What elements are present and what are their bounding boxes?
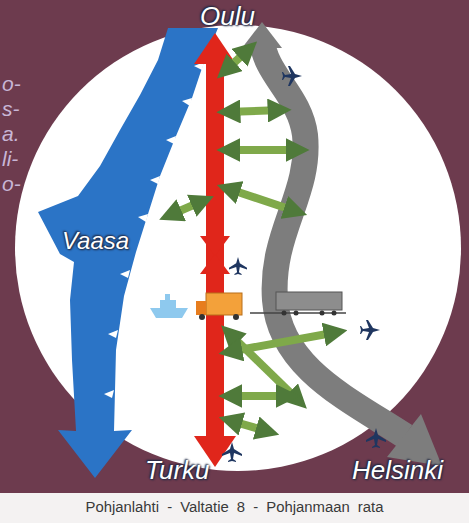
text-fragment: o-: [2, 172, 21, 195]
text-fragment: o-: [2, 72, 21, 95]
caption: Pohjanlahti - Valtatie 8 - Pohjanmaan ra…: [0, 499, 469, 515]
highway-head: [200, 236, 230, 256]
text-fragment: a.: [2, 122, 20, 145]
highway-head: [194, 33, 236, 64]
city-name: Oulu: [200, 2, 255, 31]
highway-head: [200, 254, 230, 274]
caption-strip: [0, 493, 469, 523]
truck-icon: [196, 293, 242, 320]
ship-icon: [150, 294, 188, 318]
city-name: Vaasa: [62, 228, 129, 254]
train-icon: [250, 292, 346, 316]
transverse-links: [168, 48, 338, 432]
railway-arrow: [262, 40, 405, 436]
city-name: Helsinki: [352, 456, 443, 485]
airport-icons: [222, 66, 386, 462]
text-fragment: s-: [2, 97, 20, 120]
city-name: Turku: [145, 456, 210, 485]
gulf-arrow: [38, 28, 218, 478]
text-fragment: li-: [2, 147, 18, 170]
